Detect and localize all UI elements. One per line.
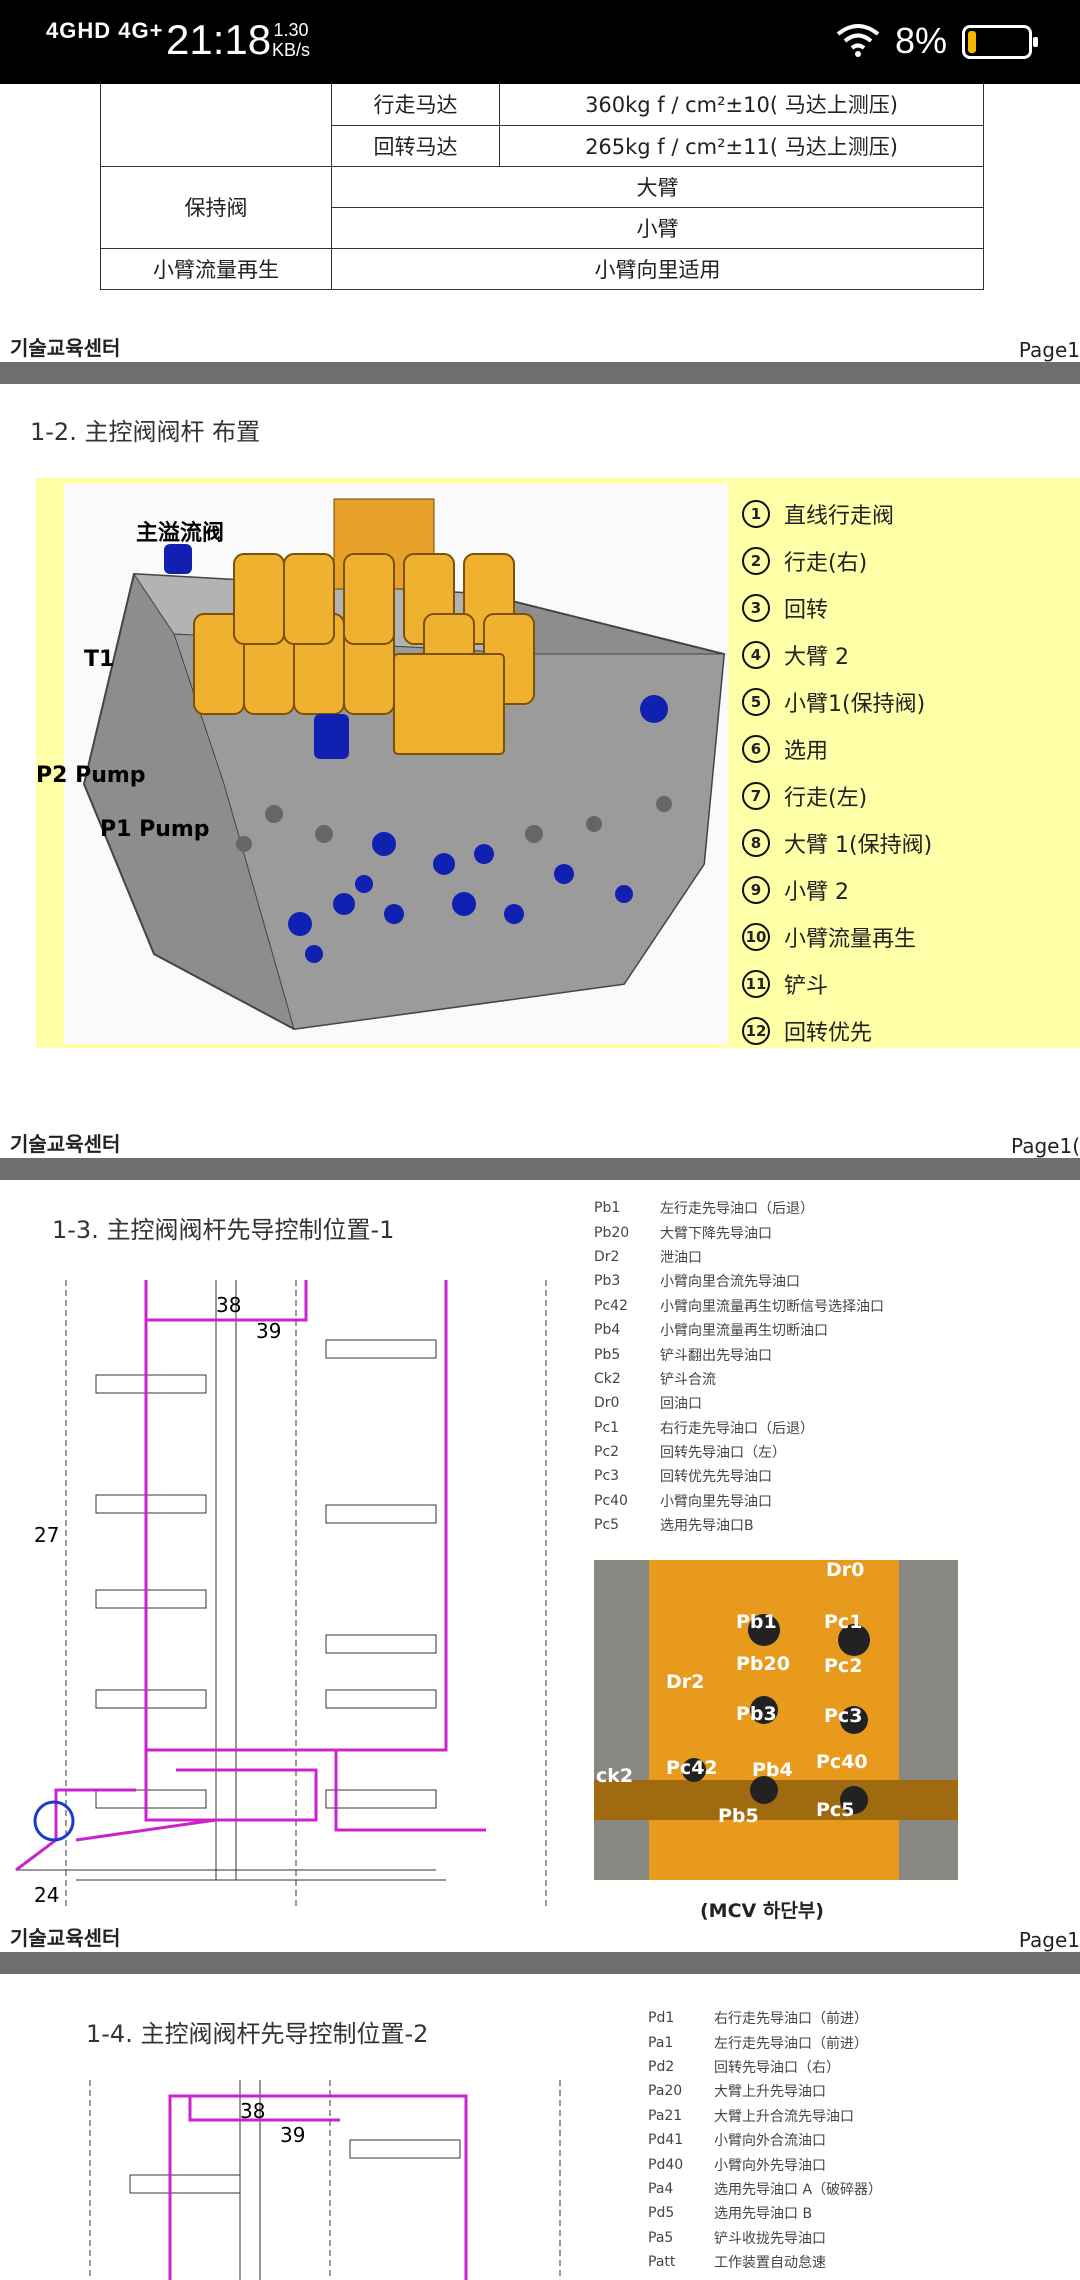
section-title: 1-3. 主控阀阀杆先导控制位置-1 xyxy=(52,1216,395,1244)
footer-page: Page1( xyxy=(1011,1134,1080,1158)
speed-value: 1.30 xyxy=(273,20,309,40)
network-speed: 1.30 KB/s xyxy=(272,20,310,60)
footer-org: 기술교육센터 xyxy=(10,1926,121,1950)
svg-text:Pb1: Pb1 xyxy=(736,1611,777,1633)
svg-text:Pb3: Pb3 xyxy=(736,1703,777,1725)
svg-text:Pb5: Pb5 xyxy=(718,1805,759,1827)
footer-org: 기술교육센터 xyxy=(10,336,121,360)
page-footer: 기술교육센터 Page1 xyxy=(0,1922,1080,1952)
component-27: 27 xyxy=(34,1523,59,1547)
svg-text:ck2: ck2 xyxy=(596,1765,633,1787)
p1-pump-label: P1 Pump xyxy=(100,817,210,842)
footer-org: 기술교육센터 xyxy=(10,1132,121,1156)
component-39: 39 xyxy=(280,2123,305,2147)
hydraulic-schematic-2: 38 39 xyxy=(89,2080,561,2280)
spec-table: 行走马达 360kg f / cm²±10( 马达上测压) 回转马达 265kg… xyxy=(100,84,984,290)
svg-text:Dr2: Dr2 xyxy=(666,1671,704,1693)
component-39: 39 xyxy=(256,1319,281,1343)
photo-caption: (MCV 하단부) xyxy=(700,1900,824,1922)
mcv-bottom-photo: Dr0 Pb1 Pc1 Pb20 Dr2 Pc2 Pb3 Pc3 Pc40 Pc… xyxy=(594,1559,958,1880)
p2-pump-label: P2 Pump xyxy=(36,763,146,788)
component-24: 24 xyxy=(34,1883,59,1907)
relief-valve-label: 主溢流阀 xyxy=(136,520,224,546)
hydraulic-schematic: 38 39 27 24 xyxy=(15,1280,547,1910)
svg-text:Pc5: Pc5 xyxy=(816,1799,854,1821)
table-row: 小臂流量再生 小臂向里适用 xyxy=(100,247,984,290)
mcv-illustration: 主溢流阀 T1 P2 Pump P1 Pump xyxy=(36,484,728,1044)
signal-icon: 4GHD 4G+ xyxy=(46,18,164,43)
section-title: 1-2. 主控阀阀杆 布置 xyxy=(30,418,261,446)
svg-text:Pc2: Pc2 xyxy=(824,1655,862,1677)
footer-page: Page1 xyxy=(1018,1928,1080,1952)
svg-text:Pc42: Pc42 xyxy=(666,1757,718,1779)
svg-text:Pb4: Pb4 xyxy=(752,1759,793,1781)
page-footer: 기술교육센터 Page1 xyxy=(0,332,1080,362)
page-footer: 기술교육센터 Page1( xyxy=(0,1128,1080,1158)
footer-page: Page1 xyxy=(1018,338,1080,362)
svg-text:Pc3: Pc3 xyxy=(824,1705,862,1727)
svg-text:Pc1: Pc1 xyxy=(824,1611,862,1633)
svg-text:Pb20: Pb20 xyxy=(736,1653,790,1675)
svg-text:Dr0: Dr0 xyxy=(826,1559,864,1581)
component-38: 38 xyxy=(240,2099,265,2123)
wifi-icon xyxy=(836,24,880,57)
clock: 21:18 xyxy=(166,16,272,63)
section-title: 1-4. 主控阀阀杆先导控制位置-2 xyxy=(86,2020,429,2048)
battery-icon xyxy=(962,25,1038,59)
page-divider xyxy=(0,1952,1080,1974)
page-divider xyxy=(0,1158,1080,1180)
page-divider xyxy=(0,362,1080,384)
table-row: 行走马达 360kg f / cm²±10( 马达上测压) xyxy=(100,84,984,167)
t1-label: T1 xyxy=(84,647,114,672)
table-row: 回转马达 265kg f / cm²±11( 马达上测压) xyxy=(101,124,984,167)
status-bar: 4GHD 4G+ 21:18 1.30 KB/s 8% xyxy=(0,0,1080,84)
battery-percent: 8% xyxy=(895,20,948,61)
table-row: 小臂 xyxy=(101,206,984,249)
svg-text:Pc40: Pc40 xyxy=(816,1751,868,1773)
table-row: 保持阀 大臂 xyxy=(100,165,984,249)
speed-unit: KB/s xyxy=(272,40,311,60)
component-38: 38 xyxy=(216,1293,241,1317)
